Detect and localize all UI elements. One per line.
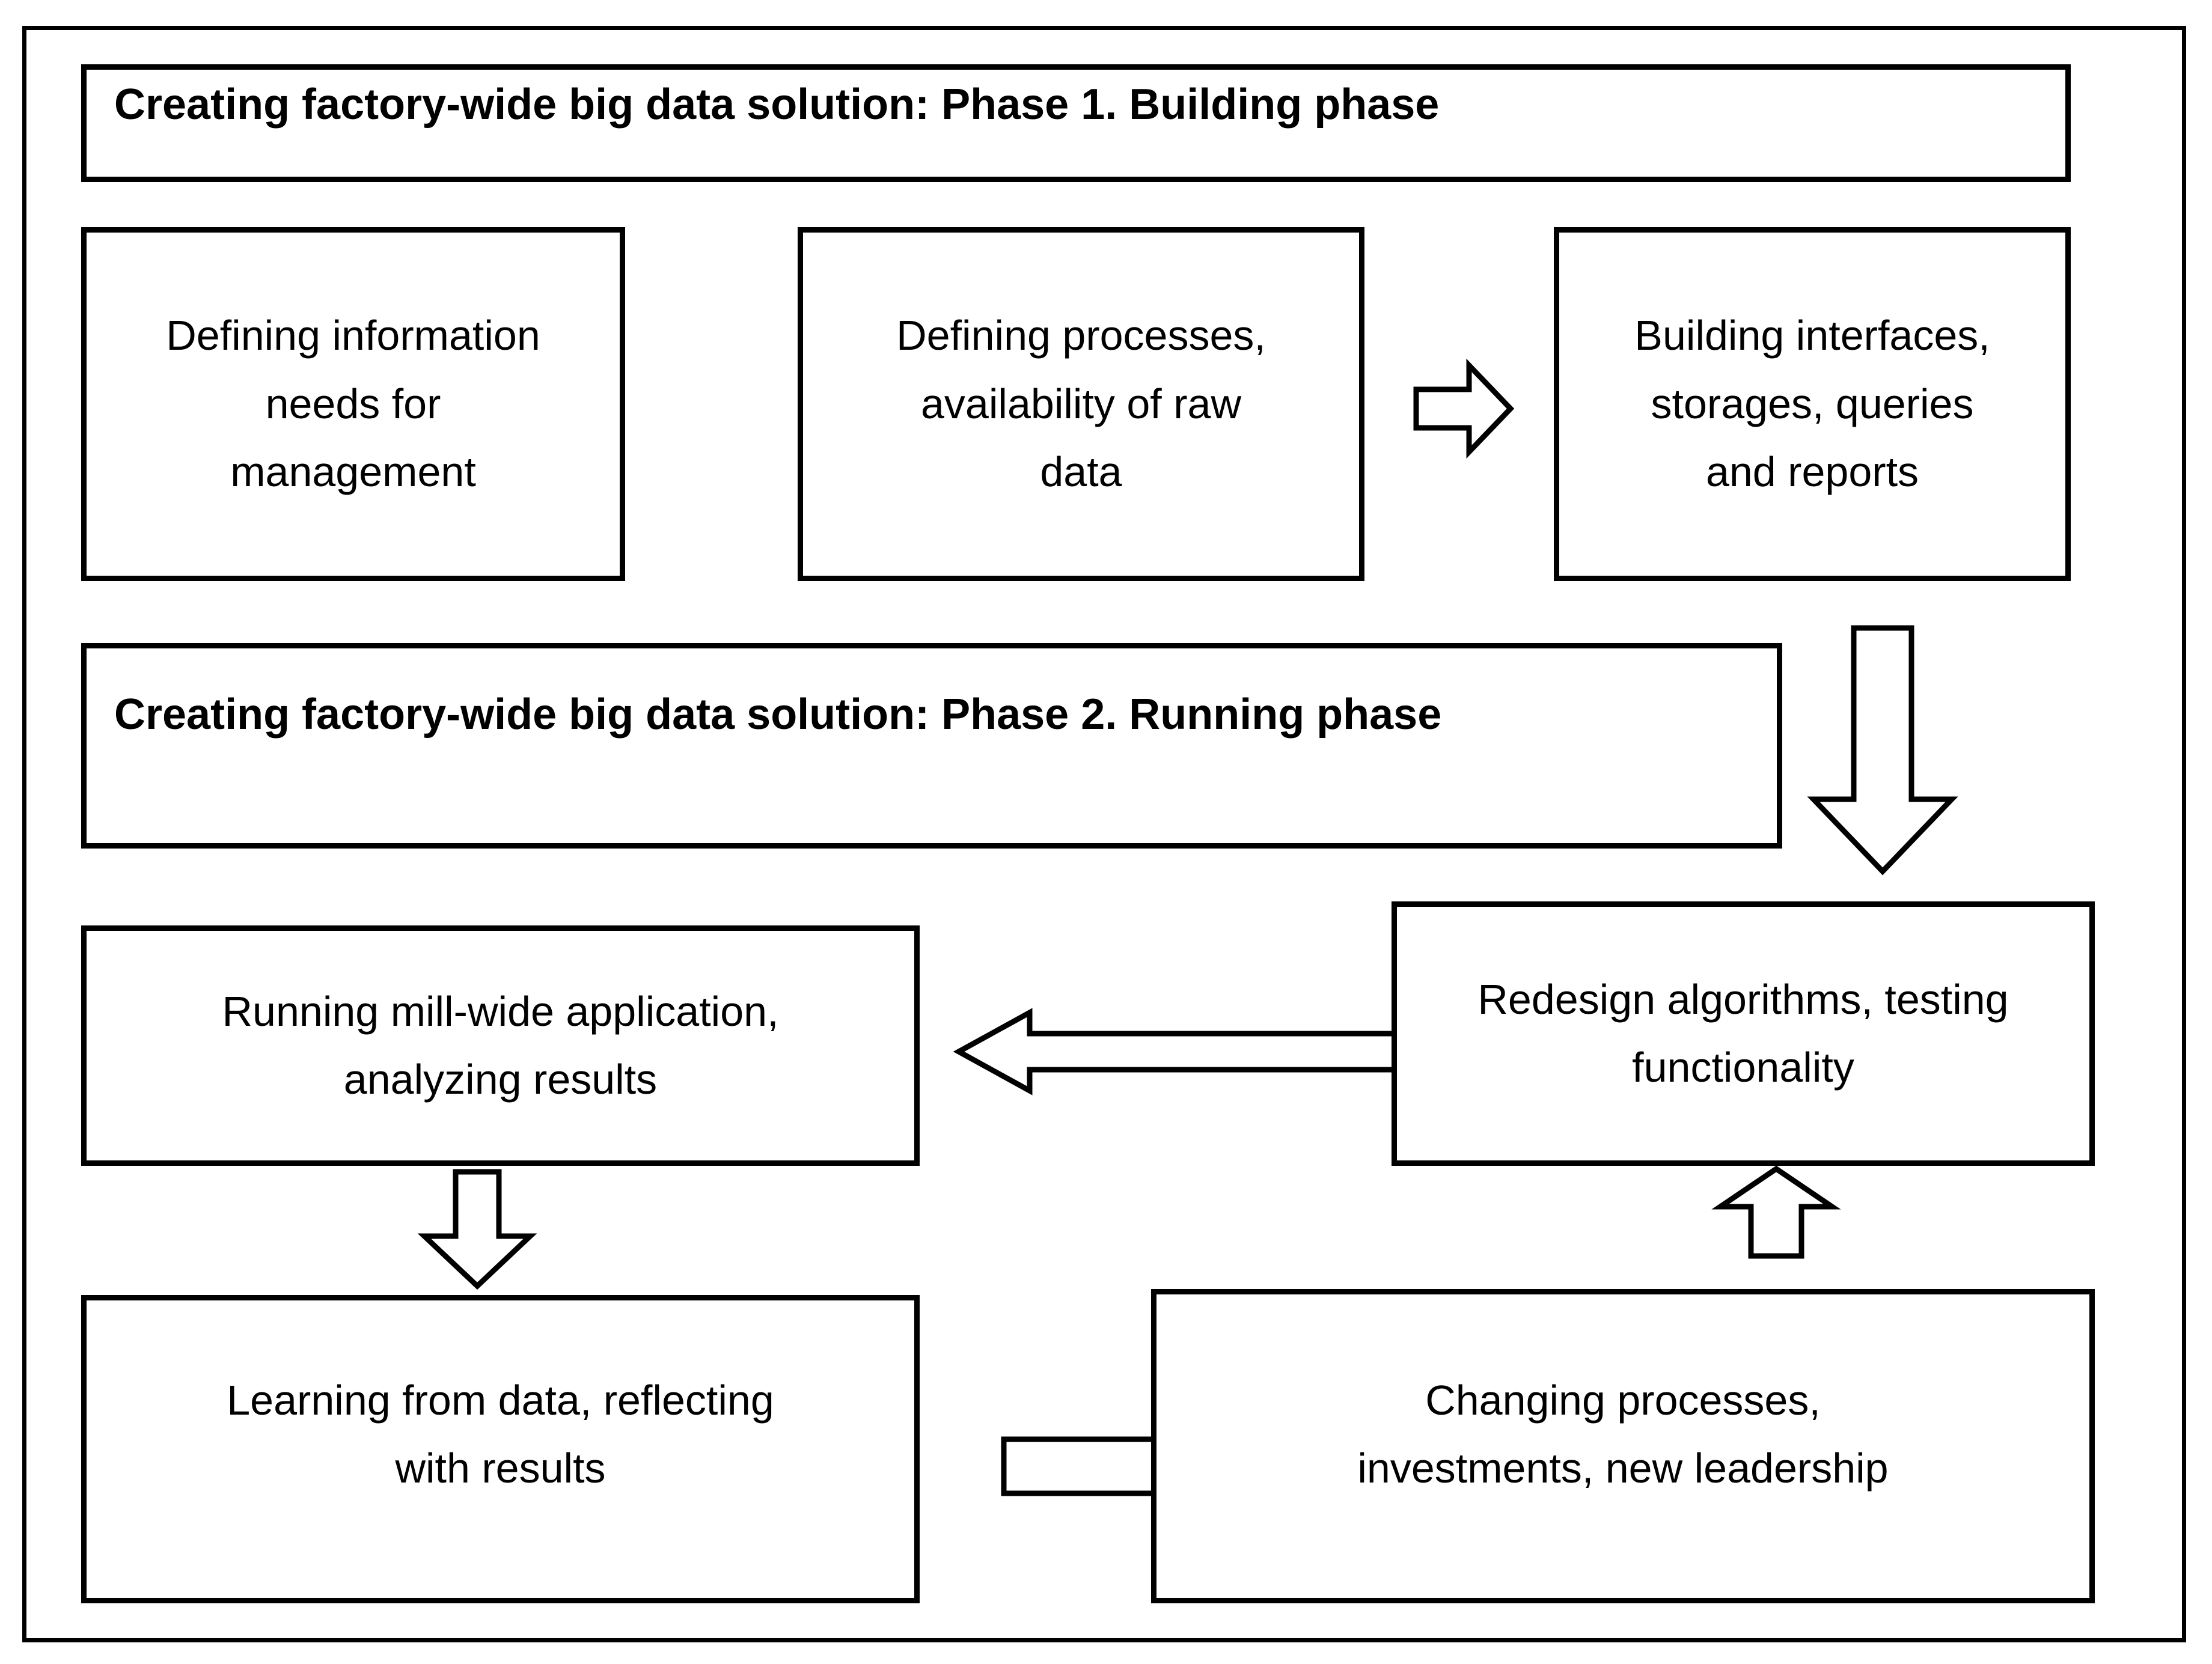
- box-line-1: Learning from data, reflecting: [227, 1377, 774, 1424]
- box-line-2: functionality: [1632, 1044, 1854, 1091]
- box-line-2: with results: [395, 1445, 606, 1492]
- arrow-down-icon-running-to-learning: [417, 1169, 537, 1290]
- arrow-up-icon-changing-to-redesign: [1711, 1165, 1841, 1259]
- box-line-2: needs for: [265, 380, 441, 427]
- box-line-1: Changing processes,: [1425, 1377, 1821, 1424]
- outer-frame: [22, 26, 2186, 1642]
- box-line-1: Building interfaces,: [1634, 312, 1990, 359]
- box-line-3: data: [1040, 448, 1122, 496]
- box-line-2: storages, queries: [1651, 380, 1974, 427]
- box-line-3: and reports: [1705, 448, 1919, 496]
- box-line-3: management: [230, 448, 476, 496]
- arrow-left-icon-redesign-to-running: [953, 1008, 1404, 1096]
- box-building-interfaces[interactable]: Building interfaces, storages, queries a…: [1554, 227, 2071, 581]
- box-line-1: Defining information: [166, 312, 540, 359]
- box-defining-information-needs[interactable]: Defining information needs for managemen…: [81, 227, 625, 581]
- box-defining-processes[interactable]: Defining processes, availability of raw …: [798, 227, 1364, 581]
- box-line-1: Running mill-wide application,: [222, 987, 779, 1035]
- box-line-1: Redesign algorithms, testing: [1477, 975, 2009, 1023]
- box-redesign-algorithms[interactable]: Redesign algorithms, testing functionali…: [1392, 901, 2095, 1166]
- box-learning-from-data[interactable]: Learning from data, reflecting with resu…: [81, 1295, 920, 1603]
- phase2-header-box: Creating factory-wide big data solution:…: [81, 643, 1782, 849]
- box-line-2: investments, new leadership: [1357, 1445, 1889, 1492]
- box-running-application[interactable]: Running mill-wide application, analyzing…: [81, 925, 920, 1166]
- phase1-header-box: Creating factory-wide big data solution:…: [81, 64, 2071, 182]
- arrow-down-icon-interfaces-to-redesign: [1807, 625, 1958, 876]
- box-line-1: Defining processes,: [896, 312, 1266, 359]
- box-line-2: analyzing results: [343, 1056, 658, 1103]
- box-line-2: availability of raw: [921, 380, 1241, 427]
- arrow-right-icon-processes-to-interfaces: [1413, 358, 1515, 459]
- box-changing-processes[interactable]: Changing processes, investments, new lea…: [1151, 1289, 2095, 1603]
- phase1-title: Creating factory-wide big data solution:…: [114, 81, 1440, 129]
- phase2-title: Creating factory-wide big data solution:…: [114, 690, 1442, 739]
